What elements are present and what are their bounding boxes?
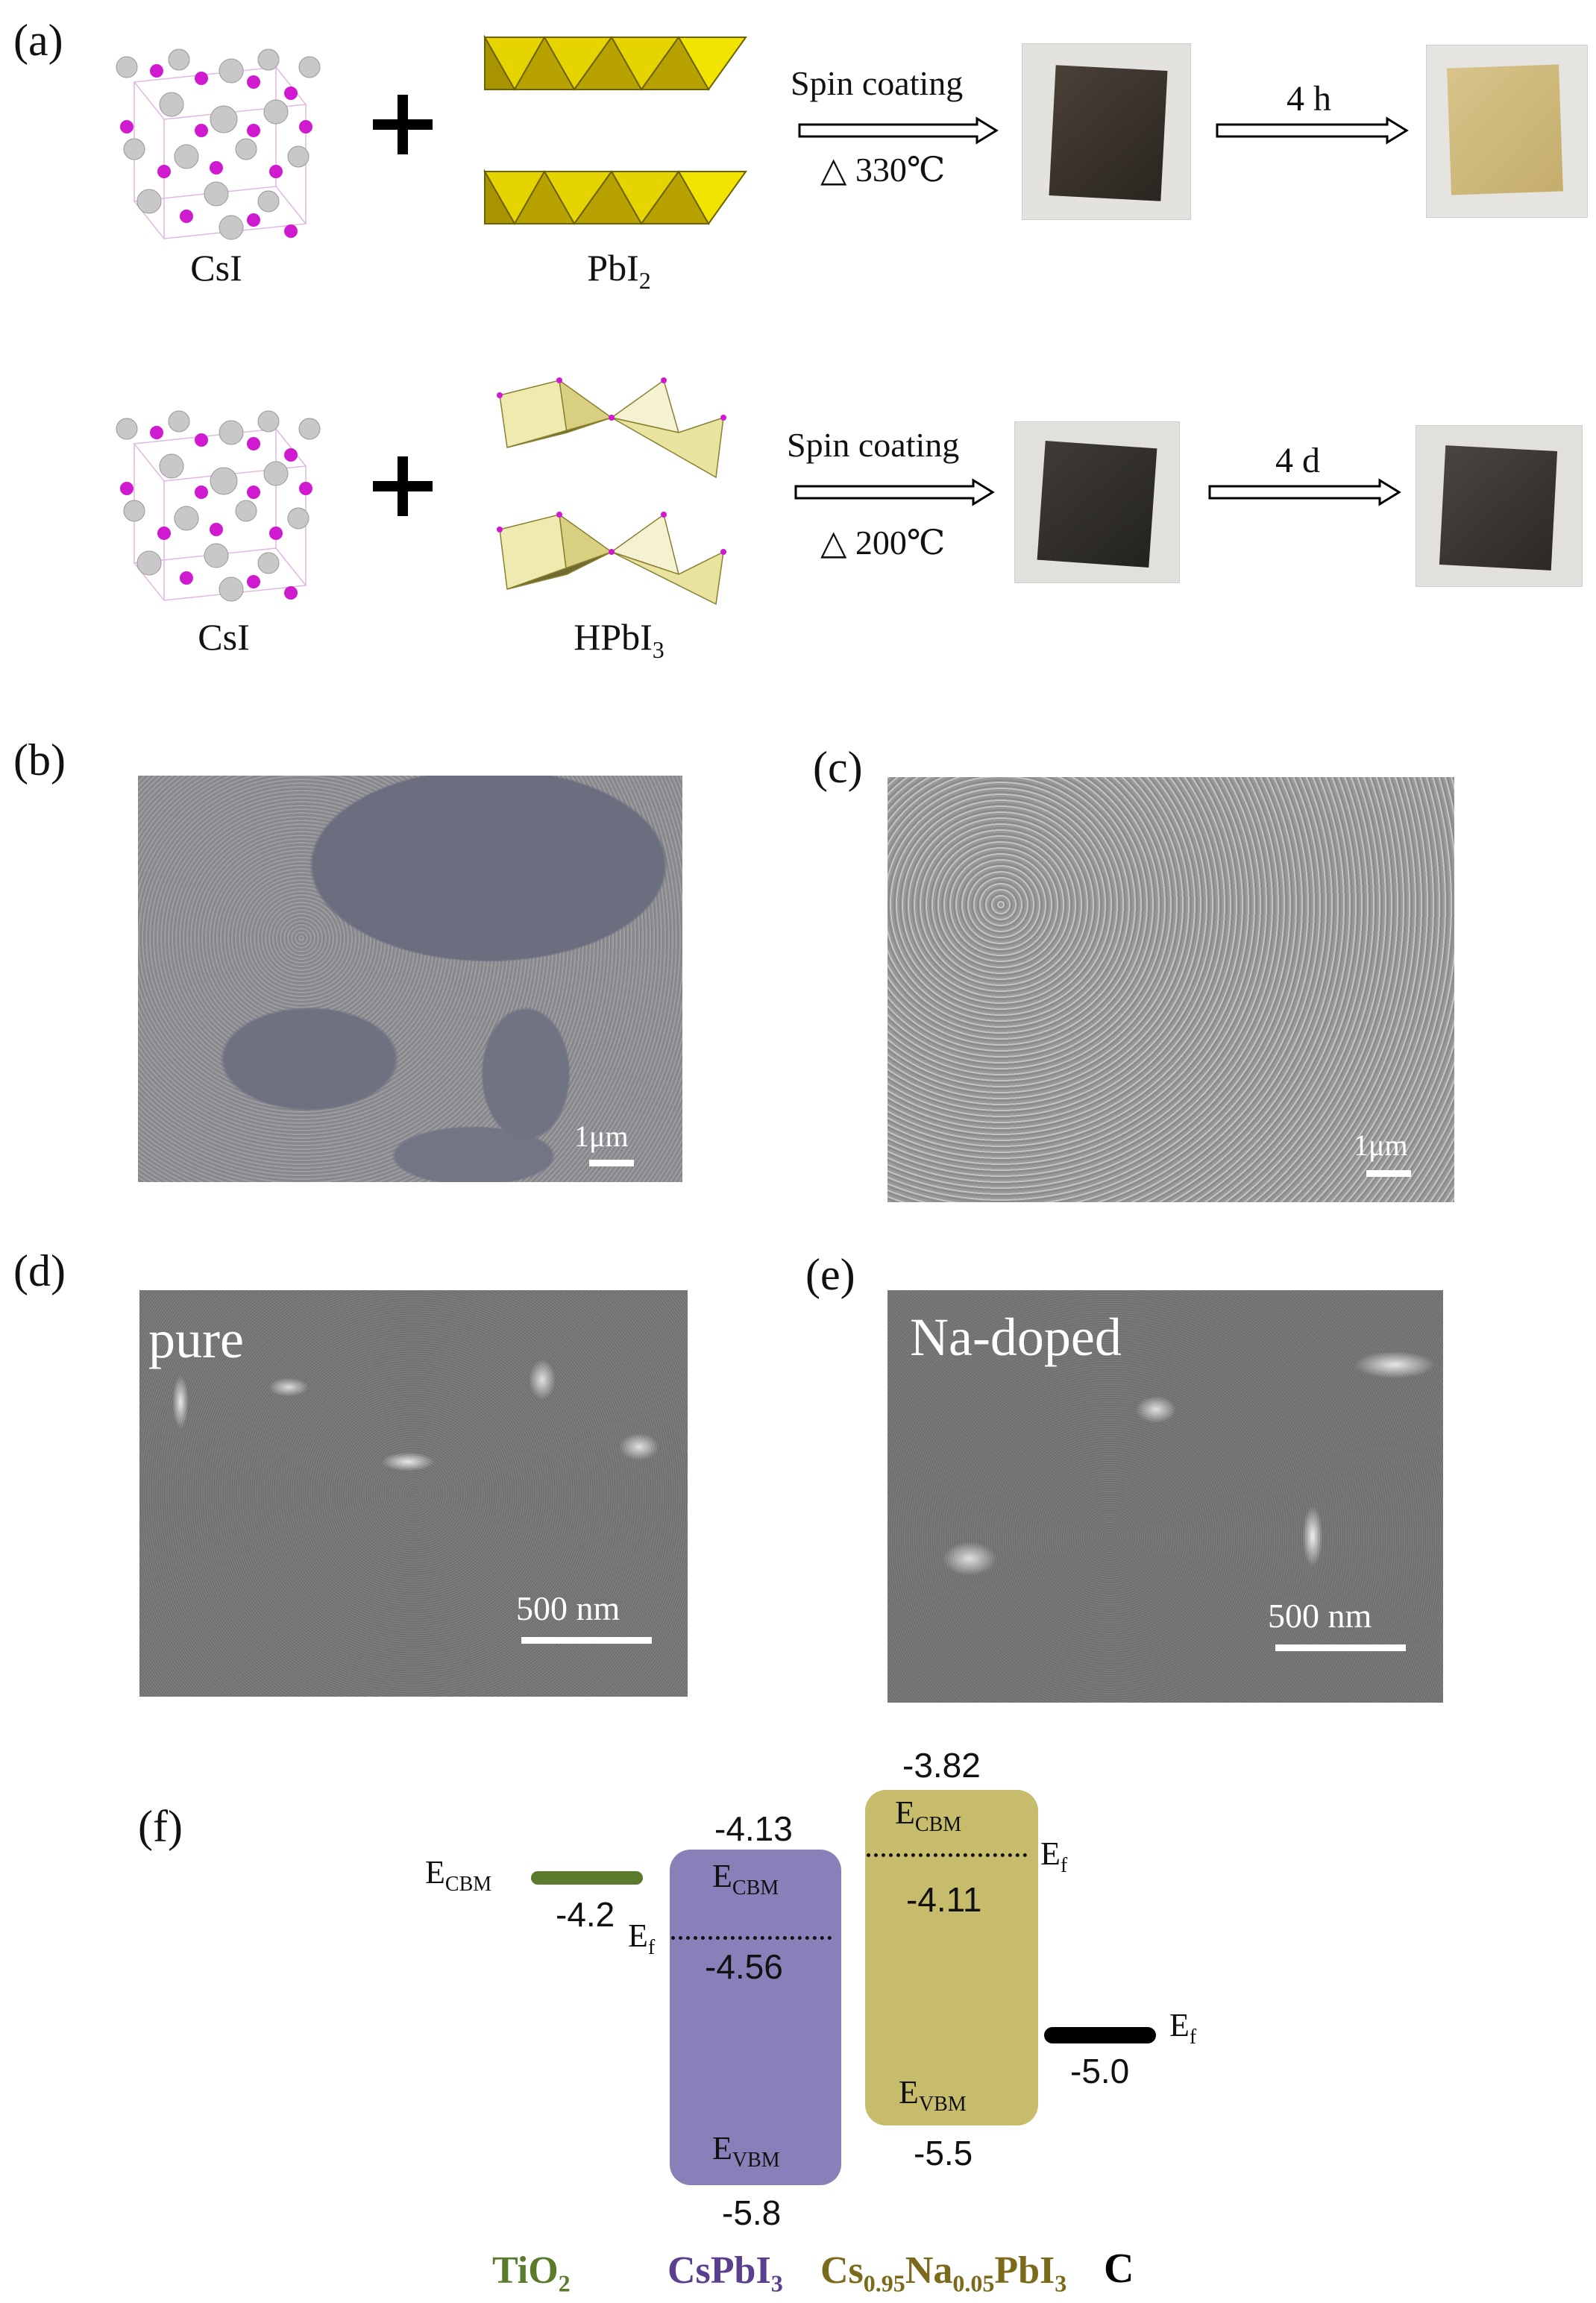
csnapbi3-fermi-line — [867, 1853, 1027, 1857]
cspbi3-band-box — [670, 1850, 841, 2185]
film-photo-2-initial — [1014, 421, 1180, 583]
arrow-icon-3 — [794, 478, 995, 506]
carbon-fermi-bar — [1044, 2027, 1156, 2043]
csnapbi3-bottom-value: -5.5 — [914, 2134, 973, 2172]
csnapbi3-ef-label: Ef — [1040, 1835, 1068, 1877]
panel-f-label: (f) — [138, 1802, 183, 1851]
scale-bar-e — [1275, 1644, 1406, 1651]
csi-label-2: CsI — [198, 616, 250, 658]
carbon-name: C — [1104, 2246, 1134, 2292]
csi-label-1: CsI — [190, 247, 242, 289]
csnapbi3-top-value: -3.82 — [902, 1746, 981, 1785]
csi-crystal-structure-1 — [116, 48, 321, 240]
plus-sign-1-v — [398, 95, 408, 154]
temperature-label-1: △ 330℃ — [820, 151, 946, 189]
hpbi3-label: HPbI3 — [574, 616, 665, 663]
panel-c-label: (c) — [813, 743, 863, 792]
csnapbi3-name: Cs0.95Na0.05PbI3 — [820, 2249, 1067, 2297]
arrow-icon-2 — [1216, 116, 1409, 145]
scale-text-c: 1μm — [1354, 1128, 1408, 1162]
pbi2-label: PbI2 — [587, 247, 651, 294]
temperature-label-2: △ 200℃ — [820, 524, 946, 562]
sem-image-c: 1μm — [887, 777, 1454, 1202]
scale-text-b: 1μm — [574, 1119, 629, 1153]
arrow-icon-4 — [1208, 478, 1401, 506]
csnapbi3-ef-value: -4.11 — [906, 1880, 982, 1919]
csnapbi3-vbm-label: EVBM — [899, 2074, 967, 2116]
sem-image-b: 1μm — [138, 776, 682, 1182]
hpbi3-structure — [497, 377, 726, 606]
scale-bar-d — [521, 1637, 652, 1644]
cspbi3-fermi-line — [671, 1936, 832, 1940]
time-label-2: 4 d — [1275, 441, 1320, 480]
scale-text-d: 500 nm — [516, 1589, 621, 1627]
csnapbi3-band-box — [865, 1790, 1038, 2126]
csnapbi3-cbm-label: ECBM — [895, 1794, 962, 1836]
cspbi3-ef-label: Ef — [628, 1917, 656, 1959]
sem-image-d: pure 500 nm — [139, 1290, 688, 1697]
film-photo-1-aged — [1426, 45, 1588, 218]
tio2-name: TiO2 — [492, 2249, 571, 2297]
carbon-ef-label: Ef — [1169, 2007, 1197, 2049]
panel-b-label: (b) — [13, 735, 66, 785]
spin-coating-label-1: Spin coating — [791, 64, 964, 102]
pbi2-structure — [483, 34, 747, 226]
time-label-1: 4 h — [1286, 79, 1331, 119]
arrow-icon-1 — [798, 116, 999, 145]
spin-coating-label-2: Spin coating — [787, 426, 960, 464]
cspbi3-cbm-label: ECBM — [712, 1858, 779, 1900]
cspbi3-vbm-label: EVBM — [712, 2130, 780, 2172]
cspbi3-top-value: -4.13 — [714, 1809, 793, 1848]
cspbi3-ef-value: -4.56 — [705, 1947, 783, 1986]
sem-image-e: Na-doped 500 nm — [887, 1290, 1443, 1703]
tio2-cbm-bar — [531, 1871, 643, 1885]
carbon-ef-value: -5.0 — [1070, 2052, 1130, 2090]
tio2-cbm-label: ECBM — [425, 1854, 492, 1896]
scale-text-e: 500 nm — [1268, 1597, 1372, 1635]
plus-sign-2-v — [398, 456, 408, 516]
sem-overlay-pure: pure — [148, 1310, 244, 1369]
film-photo-2-aged — [1416, 425, 1583, 587]
scale-bar-c — [1366, 1170, 1411, 1177]
scale-bar-b — [589, 1160, 634, 1166]
panel-d-label: (d) — [13, 1246, 66, 1295]
panel-e-label: (e) — [805, 1250, 855, 1299]
cspbi3-name: CsPbI3 — [667, 2249, 783, 2297]
sem-overlay-na-doped: Na-doped — [910, 1307, 1122, 1367]
cspbi3-bottom-value: -5.8 — [722, 2193, 782, 2232]
csi-crystal-structure-2 — [116, 410, 321, 602]
tio2-cbm-value: -4.2 — [556, 1895, 615, 1934]
film-photo-1-initial — [1022, 43, 1191, 220]
panel-a-label: (a) — [13, 16, 63, 65]
